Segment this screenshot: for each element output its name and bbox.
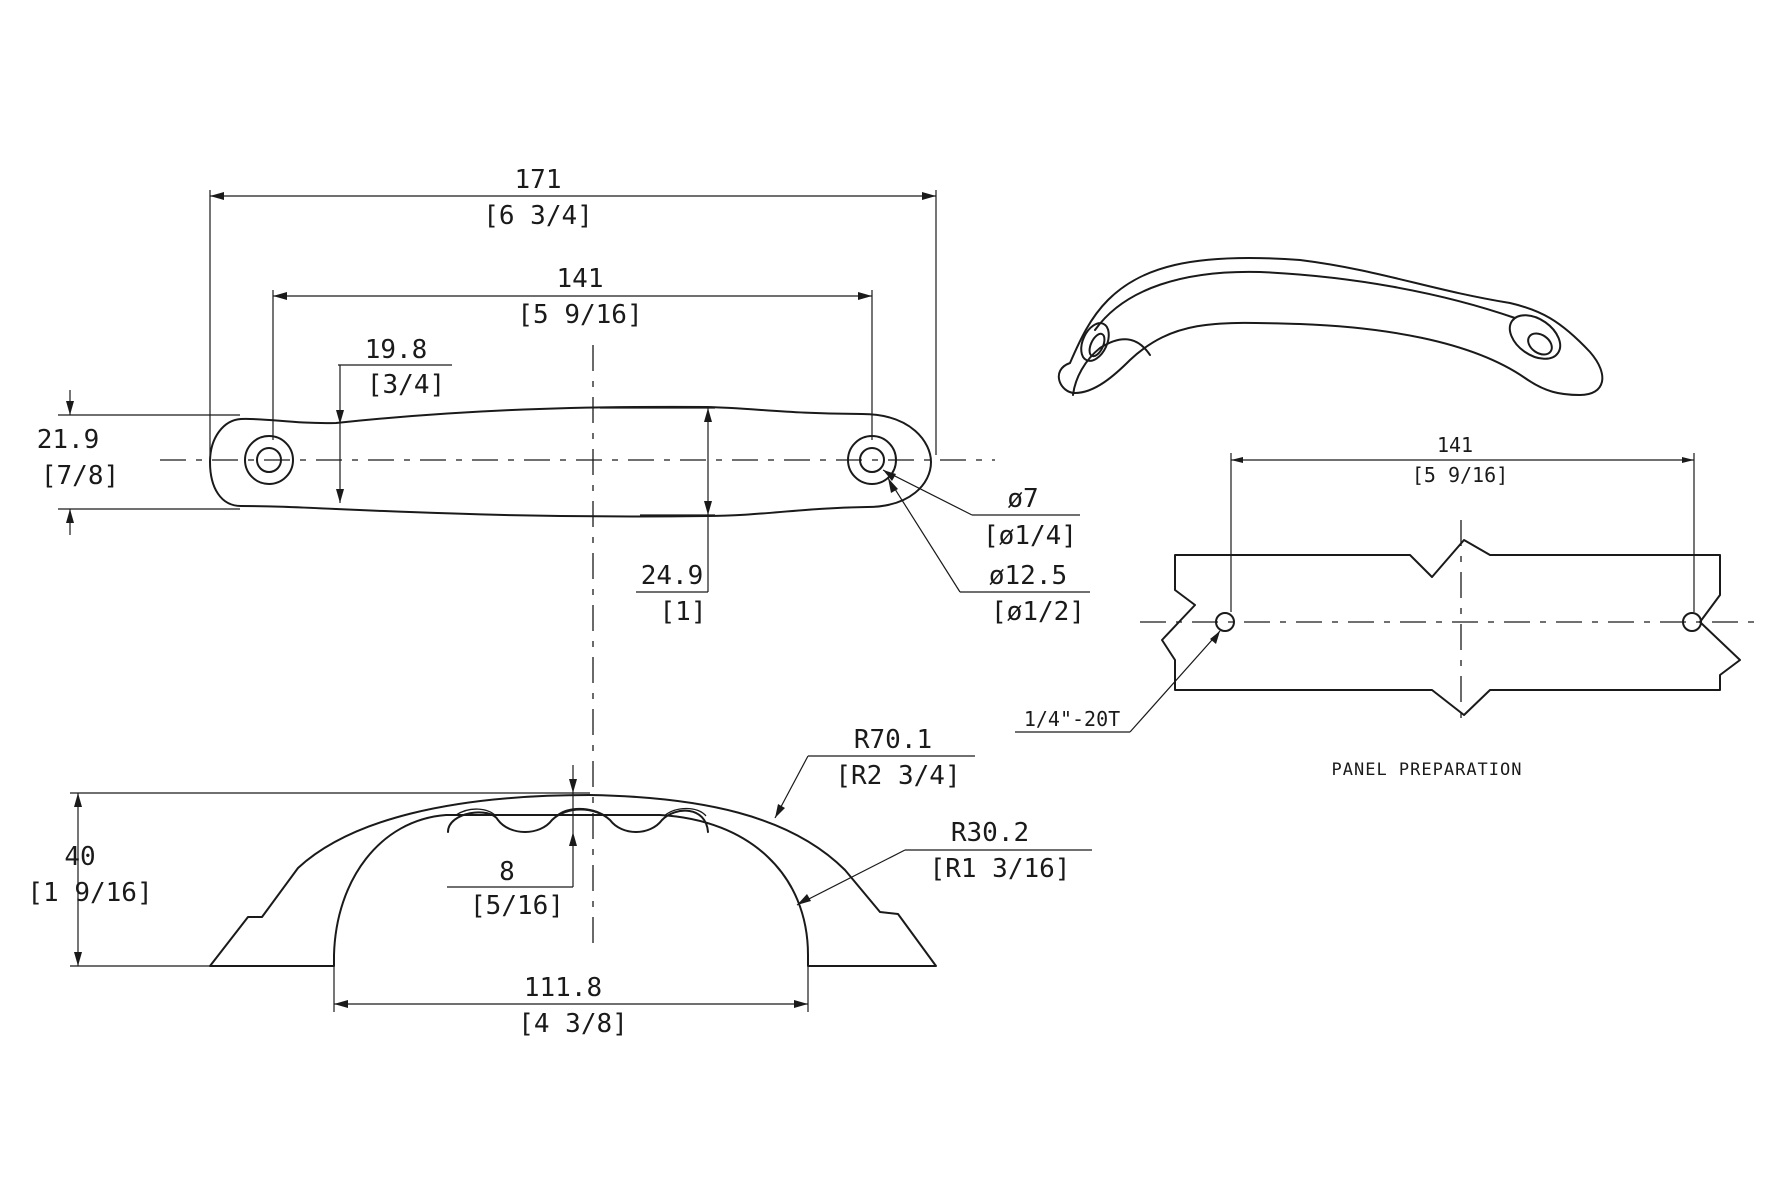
- dim-hole-imperial: [ø1/4]: [983, 521, 1077, 551]
- dim-boss-arrow: [888, 478, 898, 493]
- dim-boss-imperial: [ø1/2]: [991, 597, 1085, 627]
- panel-preparation-view: 141 [5 9/16] 1/4"-20T PANEL PREPARATION: [1015, 433, 1755, 780]
- dim-r70-arrow: [775, 804, 785, 818]
- panel-hole-left: [1215, 612, 1235, 632]
- panel-thread-label: 1/4"-20T: [1024, 707, 1120, 731]
- dim-24-9-metric: 24.9: [641, 561, 704, 591]
- dim-111-imperial: [4 3/8]: [518, 1009, 628, 1039]
- left-boss: [244, 435, 294, 485]
- side-view-outline: [209, 794, 937, 967]
- dim-r30-metric: R30.2: [951, 818, 1029, 848]
- perspective-inner-arch: [1094, 270, 1516, 331]
- dim-r30-leader: [796, 849, 906, 906]
- dim-40-arrow-top: [74, 793, 82, 807]
- panel-caption: PANEL PREPARATION: [1332, 760, 1523, 780]
- panel-hole-right: [1682, 612, 1702, 632]
- dim-r70-metric: R70.1: [854, 725, 932, 755]
- perspective-left-hole-outer: [1080, 322, 1110, 362]
- dim-r70-imperial: [R2 3/4]: [835, 761, 960, 791]
- dim-171-arrow-right: [922, 192, 936, 200]
- panel-dim-141-arrow-left: [1231, 457, 1243, 463]
- top-view: 171 [6 3/4] 141 [5 9/16] 19.8 [3/4] 21.9…: [37, 165, 1090, 950]
- dim-171-imperial: [6 3/4]: [483, 201, 593, 231]
- grip-scallops: [447, 808, 709, 833]
- dim-21-9-metric: 21.9: [37, 425, 100, 455]
- dim-141-arrow-left: [273, 292, 287, 300]
- panel-outline: [1161, 539, 1741, 716]
- perspective-right-hole-inner: [1527, 332, 1553, 356]
- dim-111-arrow-left: [334, 1000, 348, 1008]
- dim-hole-leader: [882, 469, 973, 516]
- grip-scallops-inner: [455, 807, 707, 817]
- dim-21-9-arrow-bottom: [66, 509, 74, 523]
- panel-dim-141-metric: 141: [1437, 433, 1473, 457]
- dim-boss-metric: ø12.5: [989, 561, 1067, 591]
- dim-8-arrow-top: [569, 779, 577, 793]
- dim-r30-arrow: [797, 894, 811, 905]
- dim-40-metric: 40: [64, 842, 95, 872]
- dim-19-8-arrow-top: [336, 410, 344, 424]
- top-view-outline: [209, 405, 932, 518]
- dim-hole-arrow: [883, 470, 896, 481]
- dim-24-9-imperial: [1]: [660, 597, 707, 627]
- dim-21-9-imperial: [7/8]: [41, 461, 119, 491]
- dim-r30-imperial: [R1 3/16]: [930, 854, 1071, 884]
- dim-111-metric: 111.8: [524, 973, 602, 1003]
- side-view: R70.1 [R2 3/4] R30.2 [R1 3/16] 40 [1 9/1…: [27, 725, 1092, 1039]
- dim-boss-leader: [887, 477, 961, 593]
- perspective-right-hole-outer: [1508, 314, 1562, 360]
- dim-19-8-metric: 19.8: [365, 335, 428, 365]
- dim-24-9-arrow-top: [704, 408, 712, 422]
- dim-19-8-arrow-bottom: [336, 489, 344, 503]
- panel-dim-141-arrow-right: [1682, 457, 1694, 463]
- dim-8-metric: 8: [499, 857, 515, 887]
- panel-thread-leader: [1129, 630, 1221, 733]
- perspective-front-edge: [1072, 338, 1151, 396]
- dim-141-arrow-right: [858, 292, 872, 300]
- dim-141-metric: 141: [557, 264, 604, 294]
- dim-21-9-arrow-top: [66, 401, 74, 415]
- dim-40-arrow-bottom: [74, 952, 82, 966]
- perspective-outline: [1057, 257, 1604, 396]
- perspective-left-hole-inner: [1088, 332, 1106, 358]
- dim-111-arrow-right: [794, 1000, 808, 1008]
- dim-141-imperial: [5 9/16]: [517, 300, 642, 330]
- dim-24-9-arrow-bottom: [704, 501, 712, 515]
- dim-171-metric: 171: [515, 165, 562, 195]
- dim-8-imperial: [5/16]: [470, 891, 564, 921]
- dim-8-arrow-bottom: [569, 832, 577, 846]
- dim-171-arrow-left: [210, 192, 224, 200]
- panel-dim-141-imperial: [5 9/16]: [1412, 463, 1508, 487]
- dim-19-8-imperial: [3/4]: [367, 370, 445, 400]
- dim-40-imperial: [1 9/16]: [27, 878, 152, 908]
- perspective-view: [1057, 257, 1604, 396]
- panel-thread-arrow: [1210, 631, 1220, 644]
- dim-hole-metric: ø7: [1007, 484, 1038, 514]
